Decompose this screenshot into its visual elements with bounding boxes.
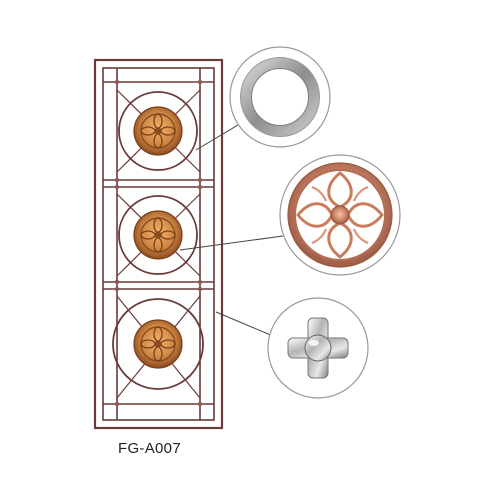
panel-bottom: [112, 295, 204, 399]
medallion-middle: [133, 210, 183, 260]
frame-knots: [114, 79, 203, 407]
gate-frame: [93, 58, 224, 430]
panel-middle: [116, 193, 201, 277]
leader-lines: [179, 124, 284, 337]
ring-detail: [229, 46, 331, 148]
connector-detail: [267, 297, 369, 399]
model-code-label: FG-A007: [118, 440, 181, 457]
panel-top: [116, 89, 201, 173]
medallion-bottom: [133, 319, 183, 369]
medallion-top: [133, 106, 183, 156]
medallion-detail: [279, 154, 401, 276]
